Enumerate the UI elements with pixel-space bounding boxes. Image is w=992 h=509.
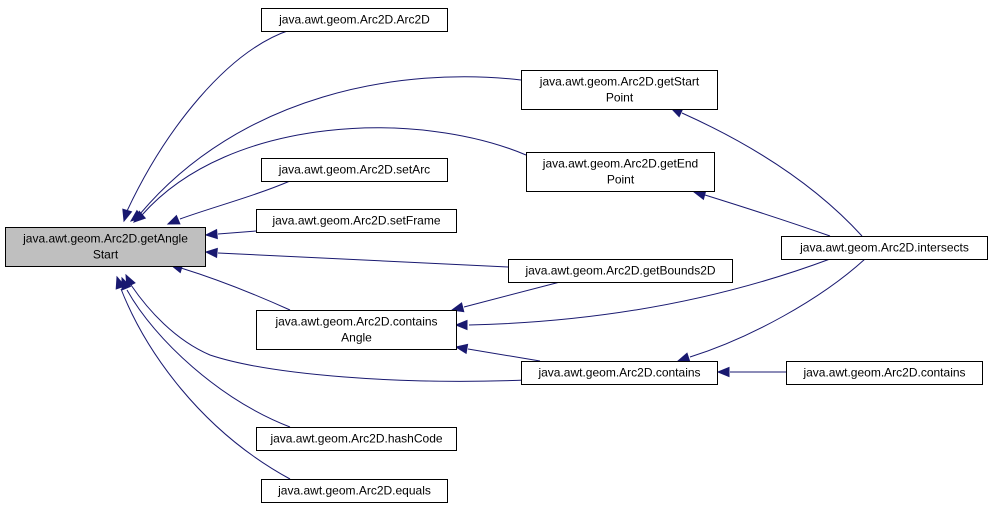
edge-contains1-to-containsAngle	[454, 343, 541, 362]
edge-line	[126, 29, 291, 212]
edge-line	[120, 288, 291, 480]
node-label: java.awt.geom.Arc2D.getAngle	[22, 232, 188, 246]
edge-line	[139, 76, 522, 215]
edge-line	[141, 127, 527, 216]
node-box	[781, 236, 988, 260]
edge-line	[126, 289, 291, 428]
node-label: Start	[93, 248, 119, 262]
edge-line	[217, 230, 257, 235]
edge-line	[179, 180, 291, 220]
edge-arc2d-to-getAngleStart	[122, 29, 291, 223]
edge-getStartPoint-to-getAngleStart	[129, 76, 522, 222]
node-setArc[interactable]: java.awt.geom.Arc2D.setArc	[261, 158, 448, 182]
edge-line	[468, 258, 831, 326]
node-box	[526, 152, 715, 192]
arrowhead	[204, 247, 218, 259]
edge-intersects-to-getEndPoint	[692, 189, 831, 237]
arrowhead	[454, 343, 469, 355]
node-hashCode[interactable]: java.awt.geom.Arc2D.hashCode	[256, 427, 457, 451]
node-label: java.awt.geom.Arc2D.equals	[277, 484, 431, 498]
node-label: java.awt.geom.Arc2D.hashCode	[269, 432, 442, 446]
node-setFrame[interactable]: java.awt.geom.Arc2D.setFrame	[256, 209, 457, 233]
edge-line	[689, 258, 866, 358]
edge-contains2-to-contains1	[716, 366, 786, 378]
node-label: java.awt.geom.Arc2D.getEnd	[542, 157, 698, 171]
edge-setArc-to-getAngleStart	[166, 180, 291, 225]
arrowhead	[115, 275, 126, 290]
edge-line	[704, 194, 831, 237]
node-equals[interactable]: java.awt.geom.Arc2D.equals	[261, 479, 448, 503]
node-box	[256, 310, 457, 350]
arrowhead	[166, 214, 181, 225]
node-label: java.awt.geom.Arc2D.contains	[802, 366, 965, 380]
arrowhead	[450, 302, 465, 313]
node-box	[261, 479, 448, 503]
edge-line	[681, 112, 863, 237]
node-label: java.awt.geom.Arc2D.Arc2D	[278, 13, 430, 27]
edge-line	[467, 348, 541, 362]
node-box	[256, 209, 457, 233]
edge-line	[463, 281, 561, 308]
edge-setFrame-to-getAngleStart	[204, 228, 257, 240]
arrowhead	[454, 319, 468, 331]
node-box	[261, 8, 448, 32]
edge-line	[217, 252, 509, 268]
node-box	[5, 227, 206, 267]
edge-getBounds2D-to-containsAngle	[450, 281, 561, 313]
node-arc2d[interactable]: java.awt.geom.Arc2D.Arc2D	[261, 8, 448, 32]
arrowhead	[716, 366, 730, 378]
node-box	[256, 427, 457, 451]
edge-getBounds2D-to-getAngleStart	[204, 247, 509, 268]
node-contains1[interactable]: java.awt.geom.Arc2D.contains	[521, 361, 718, 385]
node-label: java.awt.geom.Arc2D.setFrame	[271, 214, 440, 228]
edge-equals-to-getAngleStart	[115, 275, 291, 480]
edge-hashCode-to-getAngleStart	[121, 276, 291, 428]
node-box	[521, 70, 718, 110]
arrowhead	[133, 210, 147, 223]
node-box	[786, 361, 983, 385]
edges-layer	[115, 29, 866, 480]
node-contains2[interactable]: java.awt.geom.Arc2D.contains	[786, 361, 983, 385]
node-label: java.awt.geom.Arc2D.getBounds2D	[524, 264, 715, 278]
node-label: java.awt.geom.Arc2D.contains	[274, 315, 437, 329]
edge-line	[180, 267, 291, 311]
node-intersects[interactable]: java.awt.geom.Arc2D.intersects	[781, 236, 988, 260]
node-label: java.awt.geom.Arc2D.intersects	[799, 241, 969, 255]
nodes-layer: java.awt.geom.Arc2D.getAngleStartjava.aw…	[5, 8, 988, 503]
node-label: Angle	[341, 331, 372, 345]
node-getBounds2D[interactable]: java.awt.geom.Arc2D.getBounds2D	[508, 259, 733, 283]
edge-intersects-to-containsAngle	[454, 258, 831, 331]
arrowhead	[122, 208, 133, 223]
node-box	[261, 158, 448, 182]
edge-line	[130, 284, 527, 382]
arrowhead	[204, 228, 218, 240]
edge-getEndPoint-to-getAngleStart	[133, 127, 527, 223]
node-label: java.awt.geom.Arc2D.getStart	[539, 75, 700, 89]
node-box	[521, 361, 718, 385]
node-label: Point	[606, 91, 634, 105]
node-label: java.awt.geom.Arc2D.setArc	[278, 163, 430, 177]
node-label: java.awt.geom.Arc2D.contains	[537, 366, 700, 380]
edge-containsAngle-to-getAngleStart	[169, 263, 291, 311]
node-box	[508, 259, 733, 283]
arrowhead	[676, 352, 691, 363]
node-label: Point	[607, 173, 635, 187]
